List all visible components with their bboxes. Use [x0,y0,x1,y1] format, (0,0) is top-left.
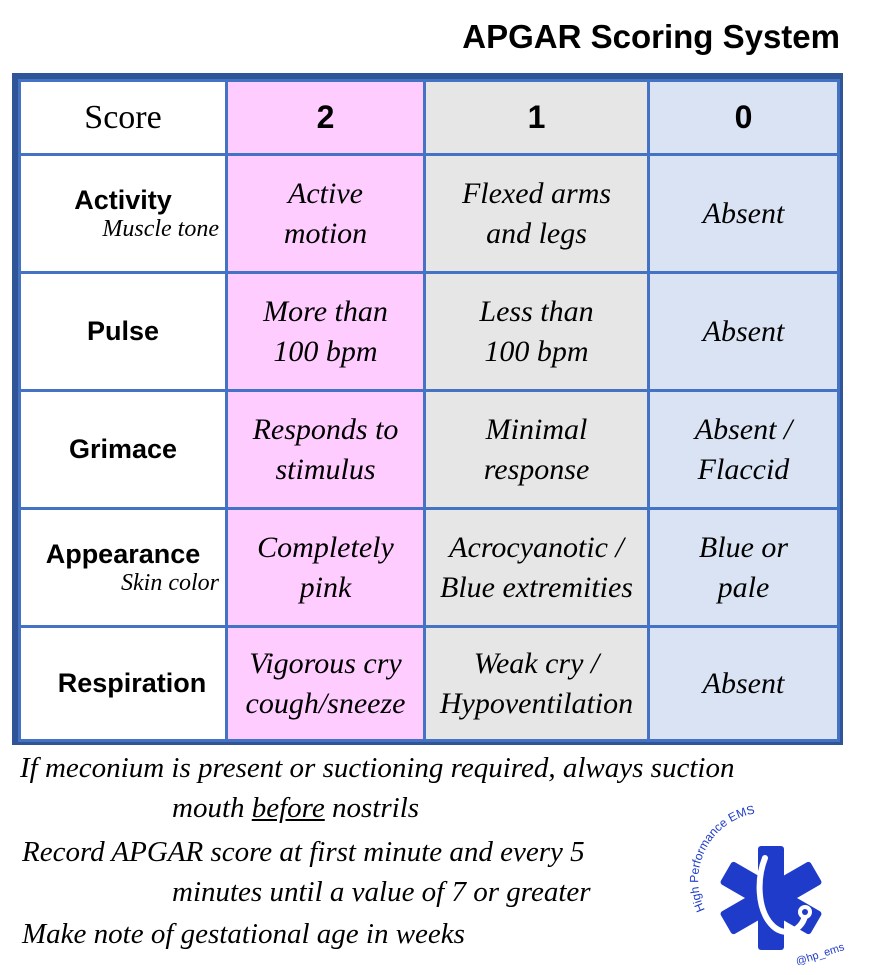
respiration-score-0: Absent [647,625,840,742]
row-label-respiration: Respiration [18,625,228,742]
note-record-line2: minutes until a value of 7 or greater [172,876,591,908]
activity-score-0: Absent [647,153,840,274]
note-meconium-line1: If meconium is present or suctioning req… [20,752,735,784]
page-title: APGAR Scoring System [462,18,840,55]
emphasis-before: before [251,792,325,824]
note-record-line1: Record APGAR score at first minute and e… [22,836,585,868]
note-gestational-age: Make note of gestational age in weeks [22,918,465,950]
row-label-grimace: Grimace [18,389,228,510]
note-meconium-line2: mouth before nostrils [172,792,420,824]
respiration-score-1: Weak cry /Hypoventilation [423,625,650,742]
appearance-score-1: Acrocyanotic /Blue extremities [423,507,650,628]
row-label-pulse: Pulse [18,271,228,392]
logo-handle: @hp_ems [794,941,846,965]
star-of-life-icon [720,846,822,950]
grimace-score-0: Absent /Flaccid [647,389,840,510]
header-row: Score 2 1 0 [18,79,840,156]
score-header: Score [18,79,228,156]
pulse-score-0: Absent [647,271,840,392]
high-performance-ems-logo: High Performance EMS @hp_ems [687,802,846,965]
score-1-header: 1 [423,79,650,156]
score-0-header: 0 [647,79,840,156]
score-2-header: 2 [225,79,426,156]
row-label-activity: Activity Muscle tone [18,153,228,274]
row-label-appearance: Appearance Skin color [18,507,228,628]
